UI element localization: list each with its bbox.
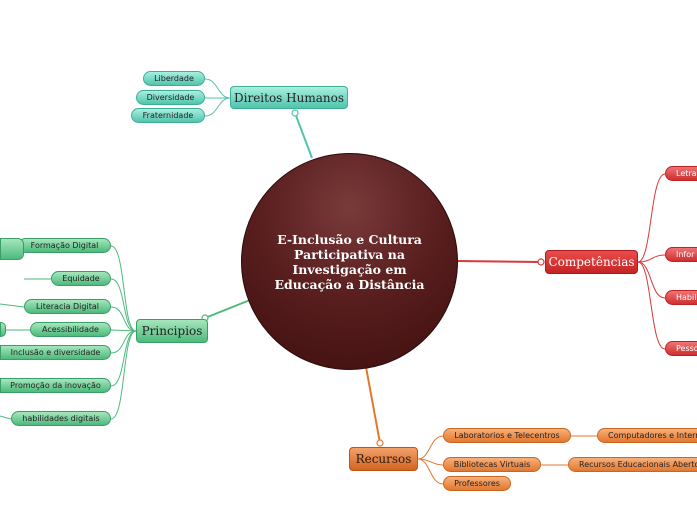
topic-equidade[interactable]: Equidade bbox=[51, 271, 111, 286]
topic-promocao-inovacao[interactable]: Promoção da inovação bbox=[0, 378, 111, 393]
topic-diversidade[interactable]: Diversidade bbox=[136, 90, 205, 105]
topic-liberdade[interactable]: Liberdade bbox=[143, 71, 205, 86]
central-topic-label: E-Inclusão e Cultura Participativa na In… bbox=[274, 231, 425, 292]
topic-bibliotecas-virtuais[interactable]: Bibliotecas Virtuais bbox=[443, 457, 541, 472]
topic-formacao-digital[interactable]: Formação Digital bbox=[18, 238, 111, 253]
branch-competencias[interactable]: Competências bbox=[545, 250, 638, 274]
topic-infor[interactable]: Infor bbox=[665, 247, 697, 262]
topic-label: Infor bbox=[676, 250, 695, 259]
central-topic[interactable]: E-Inclusão e Cultura Participativa na In… bbox=[241, 153, 458, 370]
topic-label: Liberdade bbox=[154, 74, 194, 83]
topic-label: Pesso bbox=[676, 344, 697, 353]
topic-label: Recursos Educacionais Abertos bbox=[579, 460, 697, 469]
topic-letra[interactable]: Letra bbox=[665, 166, 697, 181]
topic-laboratorios-telecentros[interactable]: Laboratorios e Telecentros bbox=[443, 428, 571, 443]
topic-label: Acessibilidade bbox=[42, 325, 99, 334]
branch-competencias-label: Competências bbox=[548, 255, 635, 269]
topic-acessibilidade[interactable]: Acessibilidade bbox=[30, 322, 111, 337]
branch-principios[interactable]: Principios bbox=[136, 319, 208, 343]
topic-professores[interactable]: Professores bbox=[443, 476, 511, 491]
topic-habil[interactable]: Habil bbox=[665, 290, 697, 305]
topic-label: Diversidade bbox=[146, 93, 195, 102]
topic-label: Habil bbox=[676, 293, 697, 302]
branch-principios-label: Principios bbox=[141, 324, 203, 338]
topic-fraternidade[interactable]: Fraternidade bbox=[131, 108, 205, 123]
topic-label: Literacia Digital bbox=[36, 302, 99, 311]
topic-habilidades-digitais[interactable]: habilidades digitais bbox=[11, 411, 111, 426]
topic-label: Professores bbox=[454, 479, 500, 488]
topic-label: Inclusão e diversidade bbox=[10, 348, 101, 357]
branch-recursos[interactable]: Recursos bbox=[349, 447, 418, 471]
clipped-subtopic[interactable] bbox=[0, 322, 6, 337]
topic-label: Promoção da inovação bbox=[10, 381, 101, 390]
topic-label: Computadores e Internet bbox=[608, 431, 697, 440]
topic-label: Fraternidade bbox=[142, 111, 194, 120]
topic-label: Letra bbox=[676, 169, 697, 178]
topic-label: habilidades digitais bbox=[22, 414, 100, 423]
topic-recursos-educacionais-abertos[interactable]: Recursos Educacionais Abertos bbox=[568, 457, 697, 472]
topic-label: Bibliotecas Virtuais bbox=[453, 460, 531, 469]
branch-direitos-humanos-label: Direitos Humanos bbox=[234, 90, 344, 105]
branch-direitos-humanos[interactable]: Direitos Humanos bbox=[230, 86, 348, 109]
topic-label: Laboratorios e Telecentros bbox=[454, 431, 560, 440]
topic-pesso[interactable]: Pesso bbox=[665, 341, 697, 356]
branch-recursos-label: Recursos bbox=[355, 452, 412, 466]
topic-computadores-internet[interactable]: Computadores e Internet bbox=[597, 428, 697, 443]
clipped-subtopic[interactable] bbox=[0, 238, 24, 260]
topic-literacia-digital[interactable]: Literacia Digital bbox=[24, 299, 111, 314]
topic-label: Formação Digital bbox=[30, 241, 99, 250]
topic-label: Equidade bbox=[62, 274, 100, 283]
topic-inclusao-diversidade[interactable]: Inclusão e diversidade bbox=[0, 345, 111, 360]
